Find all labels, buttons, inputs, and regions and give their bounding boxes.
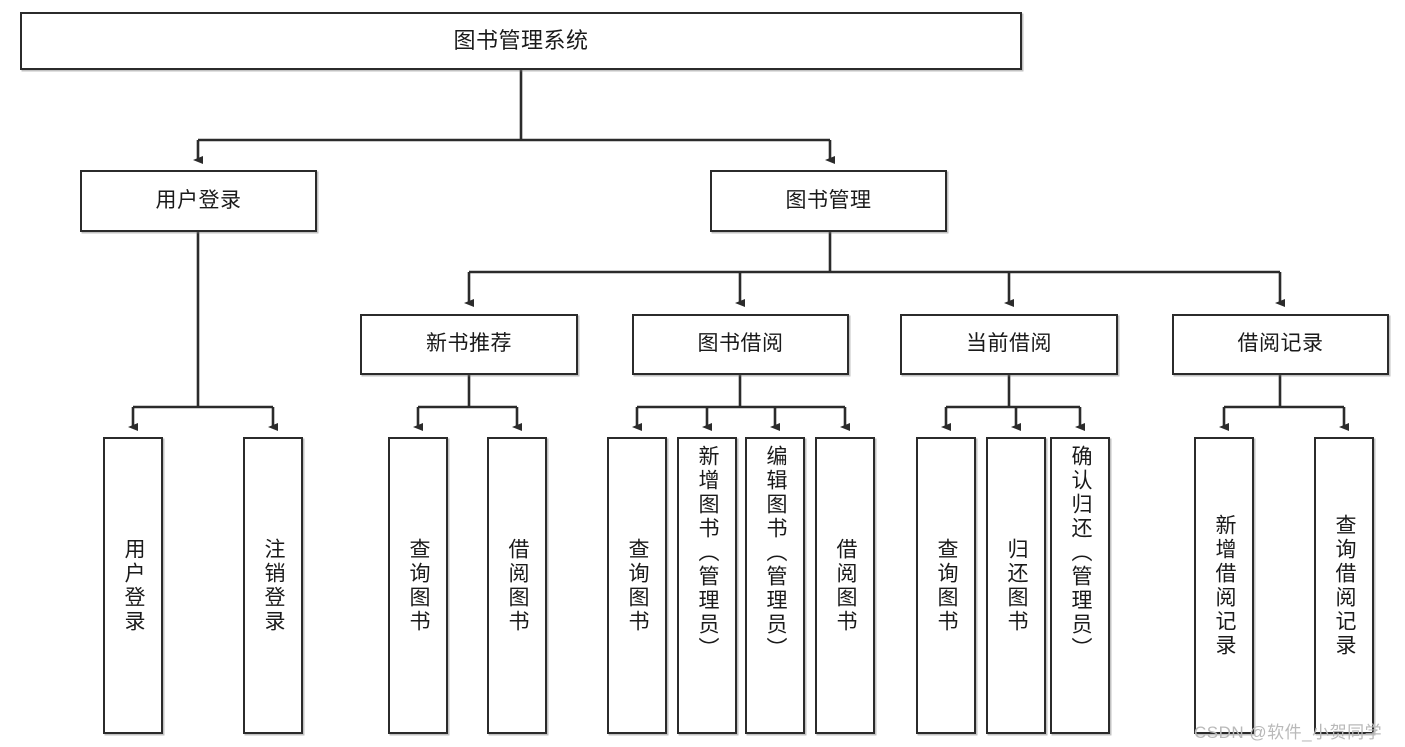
- node-leaf-query-record-label: 查询借阅记录: [1333, 513, 1357, 658]
- node-leaf-borrow-book-2[interactable]: 借阅图书: [815, 437, 875, 734]
- node-leaf-add-record[interactable]: 新增借阅记录: [1194, 437, 1254, 734]
- node-leaf-add-book-label: 新增图书（管理员）: [696, 445, 720, 661]
- node-leaf-return-book[interactable]: 归还图书: [986, 437, 1046, 734]
- node-borrow-record-label: 借阅记录: [1237, 332, 1324, 356]
- node-current-borrow-label: 当前借阅: [966, 332, 1052, 356]
- node-book-borrow-label: 图书借阅: [697, 332, 784, 356]
- node-leaf-borrow-book-1[interactable]: 借阅图书: [487, 437, 547, 734]
- node-leaf-add-book[interactable]: 新增图书（管理员）: [677, 437, 737, 734]
- node-leaf-query-book-1-label: 查询图书: [407, 537, 431, 634]
- node-user-login[interactable]: 用户登录: [80, 170, 317, 232]
- watermark: CSDN @软件_小贺同学: [1194, 723, 1383, 742]
- node-current-borrow[interactable]: 当前借阅: [900, 314, 1118, 375]
- node-leaf-borrow-book-1-label: 借阅图书: [506, 537, 530, 634]
- node-leaf-return-book-label: 归还图书: [1005, 537, 1029, 634]
- node-leaf-add-record-label: 新增借阅记录: [1213, 513, 1237, 658]
- node-leaf-logout[interactable]: 注销登录: [243, 437, 303, 734]
- node-book-manage-label: 图书管理: [785, 188, 872, 212]
- node-borrow-record[interactable]: 借阅记录: [1172, 314, 1389, 375]
- node-leaf-query-book-3-label: 查询图书: [935, 537, 959, 634]
- node-leaf-user-login-label: 用户登录: [122, 537, 146, 634]
- node-leaf-edit-book[interactable]: 编辑图书（管理员）: [745, 437, 805, 734]
- node-leaf-logout-label: 注销登录: [262, 537, 286, 634]
- node-user-login-label: 用户登录: [155, 188, 242, 212]
- node-leaf-confirm-return-label: 确认归还（管理员）: [1069, 445, 1093, 661]
- node-leaf-borrow-book-2-label: 借阅图书: [834, 537, 858, 634]
- node-book-manage[interactable]: 图书管理: [710, 170, 947, 232]
- node-leaf-user-login[interactable]: 用户登录: [103, 437, 163, 734]
- node-leaf-query-record[interactable]: 查询借阅记录: [1314, 437, 1374, 734]
- node-leaf-query-book-3[interactable]: 查询图书: [916, 437, 976, 734]
- node-root[interactable]: 图书管理系统: [20, 12, 1022, 70]
- node-new-book-recommend-label: 新书推荐: [426, 332, 512, 356]
- node-leaf-query-book-1[interactable]: 查询图书: [388, 437, 448, 734]
- node-leaf-edit-book-label: 编辑图书（管理员）: [764, 445, 788, 661]
- node-root-label: 图书管理系统: [453, 28, 589, 54]
- node-book-borrow[interactable]: 图书借阅: [632, 314, 849, 375]
- node-leaf-query-book-2[interactable]: 查询图书: [607, 437, 667, 734]
- node-leaf-confirm-return[interactable]: 确认归还（管理员）: [1050, 437, 1110, 734]
- node-new-book-recommend[interactable]: 新书推荐: [360, 314, 578, 375]
- node-leaf-query-book-2-label: 查询图书: [626, 537, 650, 634]
